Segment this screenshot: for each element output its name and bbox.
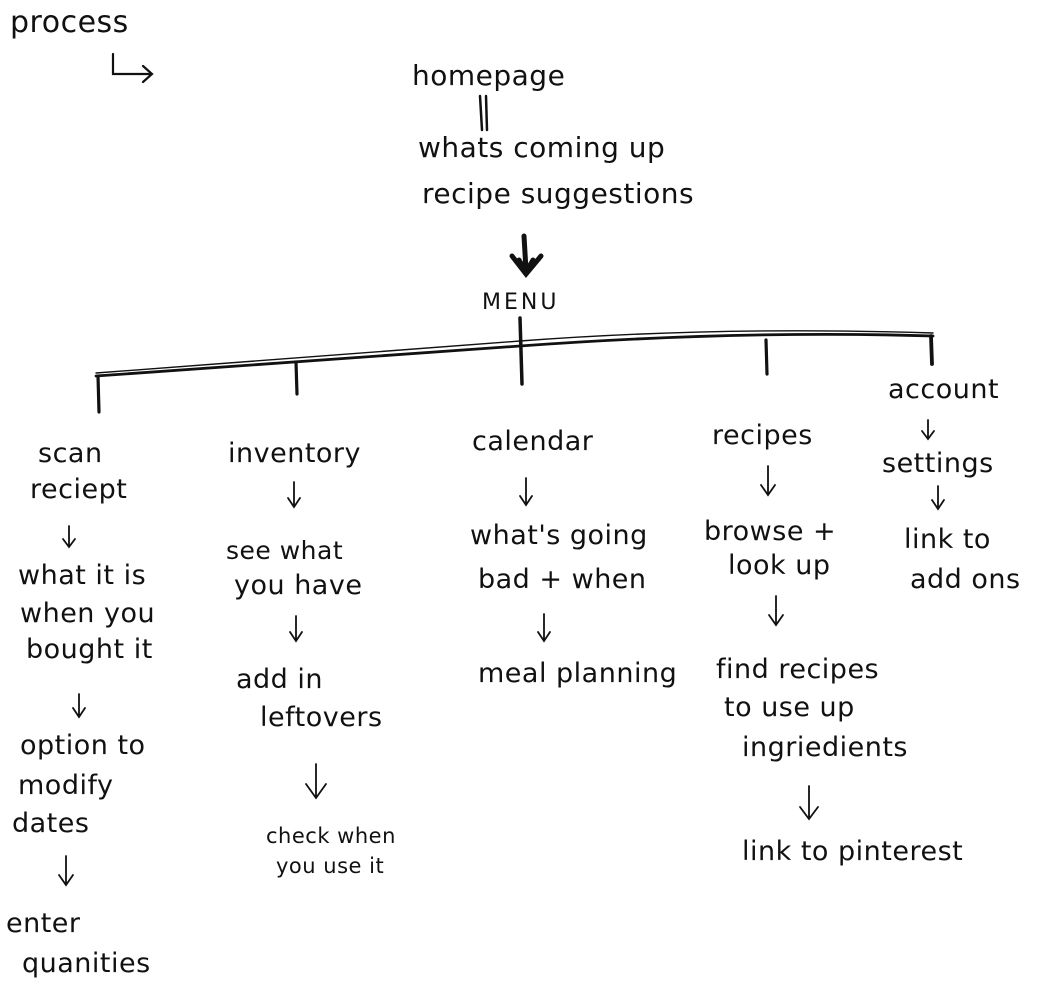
scan-title-2: reciept: [30, 474, 128, 505]
recipes-item-3-line-1: link to pinterest: [742, 836, 964, 867]
homepage-node: homepage: [412, 59, 566, 92]
scan-item-1-line-2: when you: [20, 598, 156, 629]
account-title: account: [888, 374, 1000, 405]
recipes-item-1-line-2: look up: [728, 550, 831, 581]
recipes-item-2-line-1: find recipes: [716, 654, 880, 685]
account-item-1-line-1: settings: [882, 448, 994, 479]
scan-item-3-line-2: quanities: [22, 948, 151, 979]
drop-account: [929, 334, 934, 366]
scan-arrows: [58, 525, 86, 887]
inventory-item-2-line-1: add in: [236, 664, 324, 695]
calendar-item-2-line-1: meal planning: [478, 658, 678, 689]
recipes-arrows: [760, 465, 819, 821]
scan-item-3-line-1: enter: [6, 908, 81, 939]
menu-arrow-icon: [509, 233, 544, 278]
process-hook-arrow: [111, 52, 154, 84]
inventory-title: inventory: [228, 438, 362, 469]
inventory-item-2-line-2: leftovers: [260, 702, 383, 733]
scan-item-2-line-1: option to: [20, 730, 146, 761]
account-arrows: [921, 419, 945, 511]
scan-title-1: scan: [38, 438, 103, 469]
inventory-item-3-line-2: you use it: [276, 854, 385, 878]
scan-item-2-line-3: dates: [12, 808, 90, 839]
drop-scan: [96, 374, 101, 414]
calendar-item-1-line-2: bad + when: [478, 564, 647, 595]
scan-item-1-line-3: bought it: [26, 634, 153, 665]
homepage-connector: [478, 94, 484, 132]
recipes-item-1-line-1: browse +: [704, 516, 837, 547]
recipe-suggestions-node: recipe suggestions: [422, 177, 695, 210]
recipes-item-2-line-2: to use up: [724, 692, 855, 723]
account-item-2-line-2: add ons: [910, 564, 1021, 595]
scan-item-2-line-2: modify: [18, 770, 114, 801]
homepage-connector-2: [484, 94, 489, 132]
calendar-title: calendar: [472, 426, 594, 457]
inventory-item-1-line-2: you have: [234, 570, 363, 601]
calendar-item-1-line-1: what's going: [470, 520, 648, 551]
menu-stem: [518, 316, 524, 386]
whats-coming-up-node: whats coming up: [418, 131, 666, 164]
inventory-item-1-line-1: see what: [226, 536, 344, 565]
process-label: process: [10, 5, 129, 40]
recipes-title: recipes: [712, 420, 813, 451]
account-item-2-line-1: link to: [904, 524, 991, 555]
drop-inventory: [294, 360, 299, 396]
recipes-item-2-line-3: ingriedients: [742, 732, 908, 763]
inventory-arrows: [287, 481, 327, 800]
calendar-arrows: [519, 477, 551, 643]
inventory-item-3-line-1: check when: [266, 824, 396, 848]
menu-node: MENU: [482, 290, 560, 315]
menu-horizontal-bar: [94, 332, 935, 378]
scan-item-1-line-1: what it is: [18, 560, 147, 591]
drop-recipes: [764, 338, 769, 376]
